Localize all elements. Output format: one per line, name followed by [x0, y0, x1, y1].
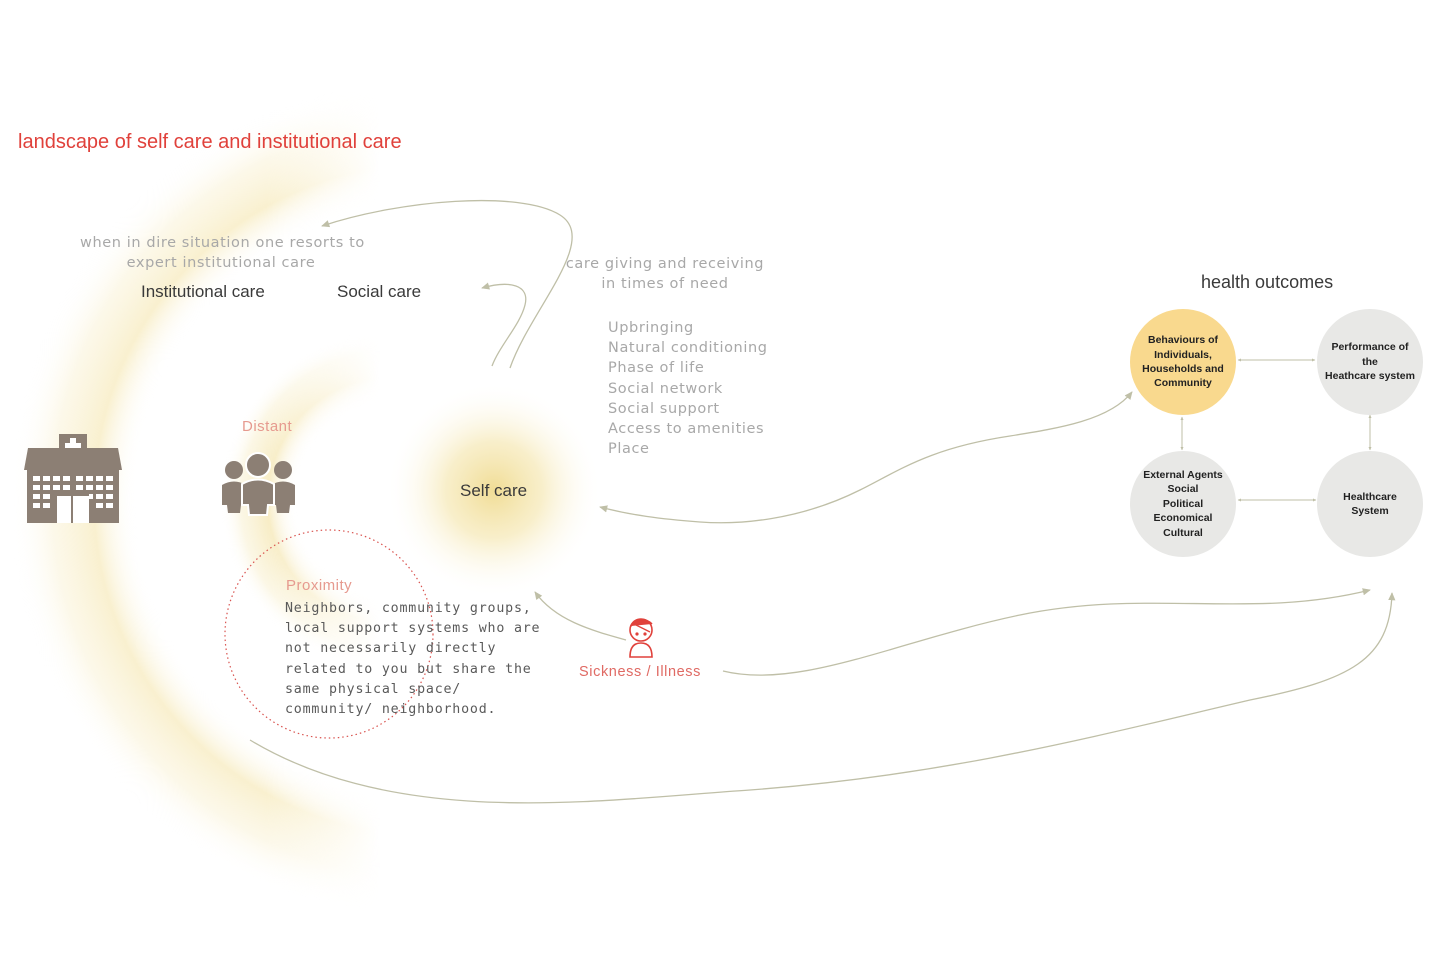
proximity-description-line: related to you but share the: [285, 661, 532, 677]
institutional-care-label: Institutional care: [141, 282, 265, 301]
node-external-line: Economical: [1153, 512, 1213, 525]
proximity-description-line: not necessarily directly: [285, 641, 497, 657]
proximity-ring: [224, 529, 434, 739]
institutional-note-line-1: when in dire situation one resorts to: [80, 235, 365, 251]
node-behaviours: Behaviours of Individuals, Households an…: [1130, 309, 1236, 415]
proximity-description-line: same physical space/: [285, 681, 462, 697]
proximity-description-line: local support systems who are: [285, 621, 541, 637]
arrow-institutional-to-outcomes: [249, 592, 1396, 804]
sick-person-icon: [629, 618, 653, 658]
proximity-description: Neighbors, community groups, local suppo…: [285, 599, 540, 720]
node-behaviours-line: Behaviours of: [1147, 334, 1218, 347]
arrow-behaviours-to-selfcare: [599, 391, 1133, 524]
factor-item: Social network: [608, 380, 723, 397]
institutional-note-line-2: expert institutional care: [126, 255, 316, 271]
node-performance-line: the: [1362, 355, 1378, 368]
node-performance-line: Heathcare system: [1325, 370, 1415, 383]
health-outcomes-title: health outcomes: [1201, 272, 1334, 292]
page-title: landscape of self care and institutional…: [18, 131, 402, 153]
node-behaviours-line: Individuals,: [1154, 348, 1212, 361]
arrow-sickness-to-healthcare: [722, 588, 1371, 676]
node-healthcare-line: System: [1351, 505, 1389, 517]
arrow-to-institutional: [321, 199, 573, 369]
node-behaviours-line: Community: [1154, 377, 1212, 390]
arrow-selfcare-to-sickness: [534, 591, 627, 641]
distant-label: Distant: [242, 418, 293, 435]
social-note-line-2: in times of need: [601, 276, 729, 292]
social-care-label: Social care: [337, 282, 422, 301]
proximity-description-line: Neighbors, community groups,: [285, 601, 532, 616]
self-care-glow: [386, 382, 602, 598]
proximity-label: Proximity: [286, 577, 353, 594]
factor-item: Social support: [608, 400, 720, 417]
self-care-label: Self care: [460, 481, 528, 500]
node-external-line: External Agents: [1143, 468, 1223, 481]
social-note-line-1: care giving and receiving: [565, 256, 765, 272]
node-performance-line: Performance of: [1331, 341, 1409, 354]
node-healthcare-line: Healthcare: [1343, 490, 1397, 503]
node-behaviours-line: Households and: [1142, 363, 1224, 375]
node-healthcare-system: Healthcare System: [1317, 451, 1423, 557]
self-care-factors: Upbringing Natural conditioning Phase of…: [608, 318, 768, 459]
node-performance: Performance of the Heathcare system: [1317, 309, 1423, 415]
hospital-icon: [24, 434, 122, 523]
people-group-icon: [222, 452, 295, 516]
node-external-line: Political: [1162, 497, 1204, 510]
sickness-label: Sickness / Illness: [579, 664, 702, 680]
factor-item: Upbringing: [608, 320, 694, 336]
node-external-agents: External Agents Social Political Economi…: [1130, 451, 1236, 557]
factor-item: Place: [608, 441, 650, 458]
social-note: care giving and receiving in times of ne…: [565, 254, 765, 294]
institutional-note: when in dire situation one resorts to ex…: [80, 233, 365, 273]
factor-item: Natural conditioning: [608, 340, 768, 357]
factor-item: Phase of life: [608, 360, 705, 377]
proximity-description-line: community/ neighborhood.: [285, 702, 497, 718]
node-external-line: Cultural: [1163, 526, 1203, 539]
arrow-to-social: [481, 282, 527, 367]
node-external-line: Social: [1167, 483, 1199, 496]
factor-item: Access to amenities: [608, 421, 765, 438]
